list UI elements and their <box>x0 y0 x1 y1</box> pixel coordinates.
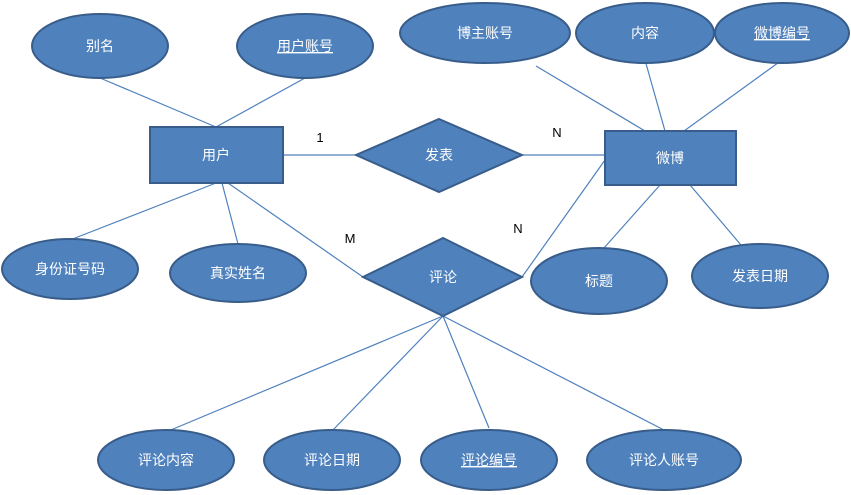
attribute-user-account-label: 用户账号 <box>277 38 333 55</box>
attribute-comment-id-ellipse <box>420 429 558 491</box>
attribute-real-name[interactable]: 真实姓名 <box>169 243 307 303</box>
cardinality-user-post: 1 <box>316 130 323 145</box>
attribute-comment-date[interactable]: 评论日期 <box>263 429 401 491</box>
attribute-title-ellipse <box>530 247 668 315</box>
relationship-post[interactable]: 发表 <box>353 117 525 194</box>
cardinality-post-weibo: N <box>552 125 561 140</box>
attribute-post-date[interactable]: 发表日期 <box>691 243 829 309</box>
cardinality-user-comment: M <box>345 231 356 246</box>
line-comment-comment-id <box>442 315 490 429</box>
attribute-comment-content-ellipse <box>97 429 235 491</box>
entity-weibo-label: 微博 <box>656 150 684 167</box>
line-comment-comment-content <box>165 315 444 433</box>
line-user-account-user <box>215 77 306 128</box>
attribute-commenter-account-label: 评论人账号 <box>629 453 699 469</box>
attribute-weibo-id[interactable]: 微博编号 <box>714 2 850 64</box>
attribute-id-number-ellipse <box>1 238 139 300</box>
attribute-weibo-id-label: 微博编号 <box>754 25 810 42</box>
relationship-comment-label: 评论 <box>429 270 457 286</box>
line-user-real-name <box>221 182 239 245</box>
attribute-blogger-account-ellipse <box>399 2 571 64</box>
attribute-title[interactable]: 标题 <box>530 247 668 315</box>
attribute-comment-id[interactable]: 评论编号 <box>420 429 558 491</box>
line-weibo-id-weibo <box>683 59 783 132</box>
attribute-alias-ellipse <box>31 13 169 79</box>
attribute-user-account-ellipse <box>236 13 374 79</box>
attribute-real-name-ellipse <box>169 243 307 303</box>
attribute-comment-content[interactable]: 评论内容 <box>97 429 235 491</box>
line-weibo-post-date <box>689 184 742 246</box>
attribute-alias-label: 别名 <box>86 39 114 55</box>
attribute-content-label: 内容 <box>631 25 659 42</box>
attribute-id-number[interactable]: 身份证号码 <box>1 238 139 300</box>
attribute-blogger-account[interactable]: 博主账号 <box>399 2 571 64</box>
connectors <box>69 59 783 433</box>
line-alias-user <box>99 77 217 128</box>
attribute-title-label: 标题 <box>585 274 613 290</box>
attribute-content[interactable]: 内容 <box>575 2 715 64</box>
attribute-commenter-account-ellipse <box>586 429 742 491</box>
attribute-blogger-account-label: 博主账号 <box>457 25 513 42</box>
attribute-id-number-label: 身份证号码 <box>35 262 105 278</box>
relationship-post-label: 发表 <box>425 148 453 164</box>
line-weibo-title <box>603 184 661 249</box>
relationship-comment-diamond <box>360 236 525 318</box>
attribute-commenter-account[interactable]: 评论人账号 <box>586 429 742 491</box>
attribute-comment-id-label: 评论编号 <box>461 453 517 469</box>
relationship-post-diamond <box>353 117 525 194</box>
entity-weibo[interactable]: 微博 <box>604 130 737 186</box>
attribute-comment-date-label: 评论日期 <box>304 453 360 469</box>
attribute-alias[interactable]: 别名 <box>31 13 169 79</box>
entity-user[interactable]: 用户 <box>149 126 284 184</box>
line-user-comment <box>227 182 364 278</box>
line-user-id-number <box>69 182 217 241</box>
line-comment-commenter-account <box>442 315 665 431</box>
entity-weibo-box <box>604 130 737 186</box>
attribute-comment-date-ellipse <box>263 429 401 491</box>
relationship-comment[interactable]: 评论 <box>360 236 525 318</box>
entity-user-label: 用户 <box>202 147 230 164</box>
cardinality-comment-weibo: N <box>513 221 522 236</box>
attribute-comment-content-label: 评论内容 <box>138 452 194 469</box>
attribute-real-name-label: 真实姓名 <box>210 266 266 282</box>
line-comment-comment-date <box>331 315 444 432</box>
attribute-post-date-label: 发表日期 <box>732 269 788 285</box>
line-content-weibo <box>644 59 666 132</box>
attribute-post-date-ellipse <box>691 243 829 309</box>
attribute-weibo-id-ellipse <box>714 2 850 64</box>
entity-user-box <box>149 126 284 184</box>
attribute-user-account[interactable]: 用户账号 <box>236 13 374 79</box>
line-comment-weibo <box>521 159 606 278</box>
line-blogger-account-weibo <box>535 65 646 132</box>
